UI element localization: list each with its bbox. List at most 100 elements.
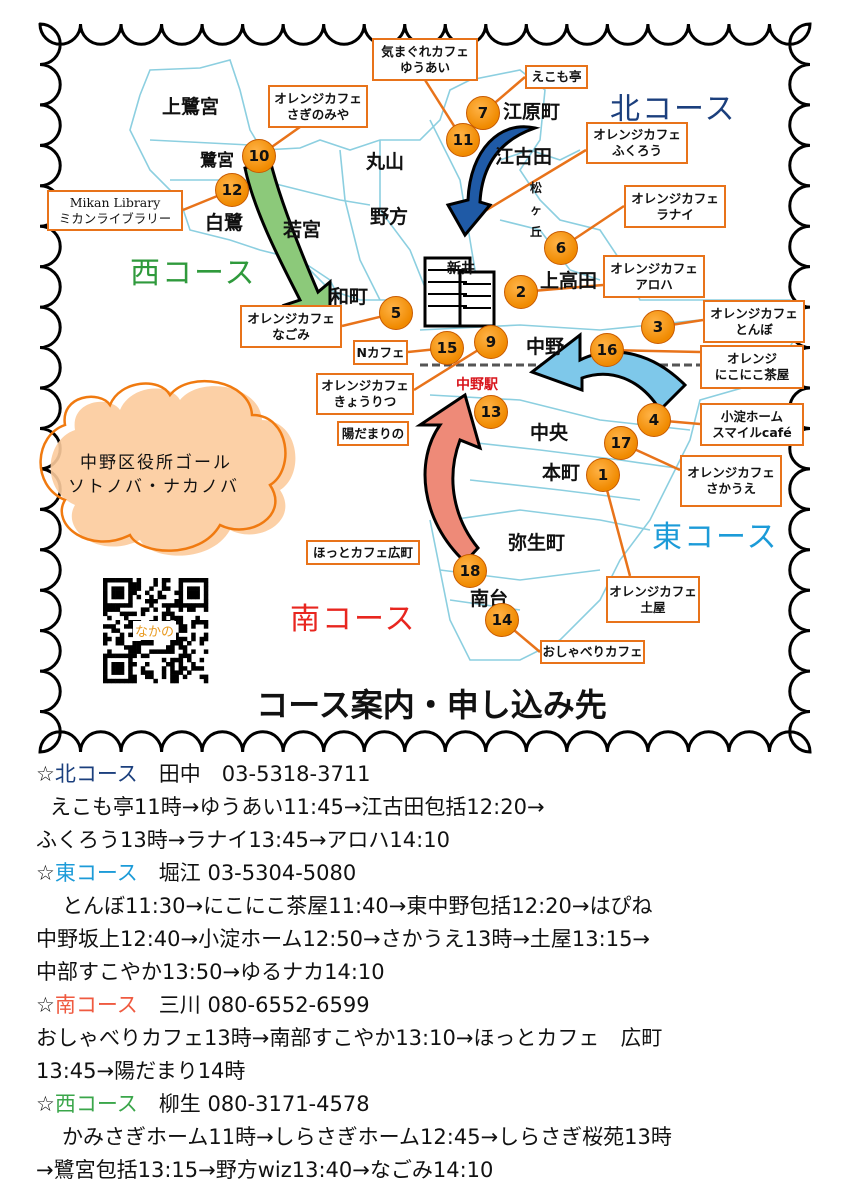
qr-module <box>140 666 146 671</box>
district-honcho: 本町 <box>542 462 581 484</box>
callout-aloha: オレンジカフェアロハ <box>603 255 705 298</box>
north-course-header: ☆北コース 田中 03-5318-3711 <box>36 762 371 786</box>
east-route-line: 中部すこやか13:50→ゆるナカ14:10 <box>36 960 385 984</box>
callout-ncafe: Nカフェ <box>353 340 408 365</box>
qr-module <box>161 649 167 654</box>
qr-module <box>191 632 196 638</box>
qr-module <box>182 603 188 608</box>
callout-sakaue: オレンジカフェさかうえ <box>680 455 782 507</box>
qr-module <box>174 590 179 596</box>
qr-module <box>132 590 137 596</box>
qr-module <box>153 578 158 583</box>
qr-code <box>103 578 209 684</box>
qr-module <box>115 653 121 659</box>
qr-module <box>115 666 121 671</box>
qr-module <box>153 599 158 604</box>
qr-module <box>132 678 137 684</box>
qr-module <box>128 582 133 587</box>
qr-module <box>187 670 192 675</box>
west-route-line: →鷺宮包括13:15→野方wiz13:40→なごみ14:10 <box>36 1158 494 1182</box>
qr-module <box>199 657 205 663</box>
qr-module <box>170 666 175 671</box>
course-label-south: 南コース <box>290 602 417 637</box>
qr-module <box>191 649 196 654</box>
qr-module <box>119 578 125 583</box>
qr-module <box>191 578 196 583</box>
qr-module <box>124 615 129 621</box>
south-route-line: 13:45→陽だまり14時 <box>36 1059 246 1083</box>
qr-module <box>161 578 167 583</box>
qr-module <box>107 649 112 654</box>
qr-module <box>166 607 171 612</box>
qr-module <box>161 603 167 608</box>
south-course-arrow <box>415 392 483 565</box>
qr-module <box>111 578 116 583</box>
qr-module <box>103 666 108 671</box>
qr-module <box>132 662 137 667</box>
qr-module <box>111 590 116 596</box>
qr-module <box>140 641 146 646</box>
qr-module <box>191 636 196 642</box>
qr-module <box>128 586 133 591</box>
qr-module <box>128 578 133 583</box>
qr-module <box>166 603 171 608</box>
qr-module <box>128 678 133 684</box>
qr-module <box>178 657 184 663</box>
qr-module <box>182 653 188 659</box>
district-wakamiya: 若宮 <box>283 219 322 241</box>
callout-yuuai: 気まぐれカフェゆうあい <box>372 38 478 81</box>
qr-module <box>195 578 200 583</box>
qr-module <box>203 649 209 654</box>
district-nogata: 野方 <box>370 206 409 228</box>
qr-module <box>170 645 175 650</box>
qr-module <box>161 582 167 587</box>
qr-module <box>103 678 108 684</box>
city-hall-building-icon <box>423 256 496 328</box>
map-marker: 10 <box>242 139 276 173</box>
qr-module <box>128 662 133 667</box>
qr-module <box>199 674 205 680</box>
qr-module <box>132 649 137 654</box>
qr-module <box>132 582 137 587</box>
qr-module <box>111 628 116 633</box>
qr-module <box>170 615 175 621</box>
qr-module <box>174 636 179 642</box>
qr-module <box>103 657 108 663</box>
qr-module <box>103 590 108 596</box>
qr-module <box>111 607 116 612</box>
qr-module <box>119 666 125 671</box>
callout-tonbo: オレンジカフェとんぼ <box>703 300 805 343</box>
qr-module <box>182 649 188 654</box>
qr-module <box>153 678 158 684</box>
qr-module <box>178 594 184 600</box>
qr-module <box>145 607 150 612</box>
qr-module <box>128 590 133 596</box>
qr-module <box>128 657 133 663</box>
qr-module <box>178 662 184 667</box>
qr-module <box>174 674 179 680</box>
qr-module <box>161 611 167 617</box>
qr-module <box>166 662 171 667</box>
district-kamisaginomiya: 上鷺宮 <box>162 96 220 118</box>
qr-module <box>153 582 158 587</box>
qr-module <box>199 620 205 625</box>
qr-module <box>203 599 209 604</box>
qr-module <box>145 662 150 667</box>
qr-module <box>174 599 179 604</box>
qr-module <box>157 594 163 600</box>
qr-module <box>115 578 121 583</box>
map-marker: 18 <box>453 554 487 588</box>
goal-text-line1: 中野区役所ゴール <box>80 453 232 473</box>
district-nakano: 中野 <box>526 336 565 358</box>
qr-module <box>132 586 137 591</box>
qr-module <box>203 678 209 684</box>
qr-module <box>178 645 184 650</box>
qr-module <box>119 678 125 684</box>
qr-module <box>124 653 129 659</box>
qr-module <box>182 578 188 583</box>
qr-module <box>124 603 129 608</box>
qr-module <box>132 645 137 650</box>
qr-module <box>191 586 196 591</box>
qr-module <box>103 582 108 587</box>
map-marker: 16 <box>590 333 624 367</box>
